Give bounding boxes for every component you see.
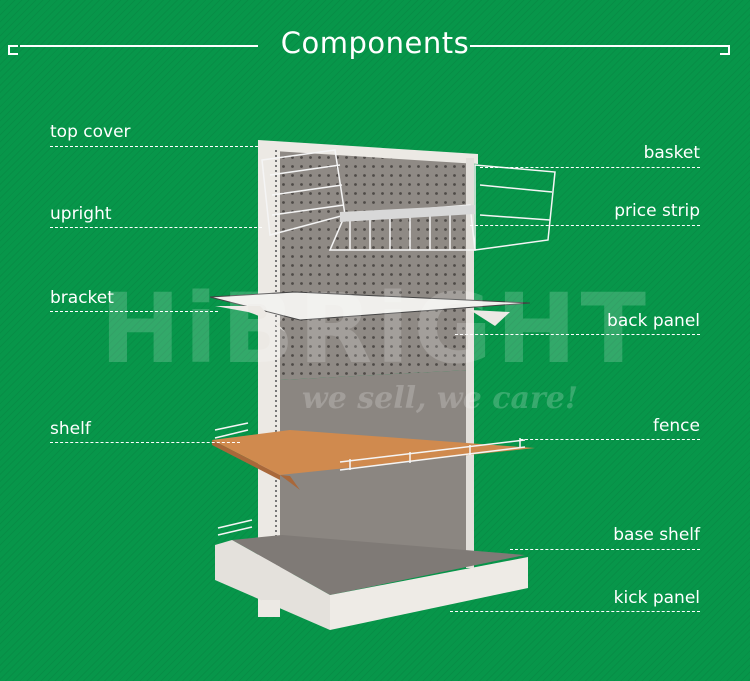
leader-price-strip	[470, 225, 700, 226]
label-base-shelf: base shelf	[613, 525, 700, 545]
price-strip	[340, 205, 475, 222]
fence	[214, 422, 526, 471]
label-shelf: shelf	[50, 419, 91, 439]
label-upright: upright	[50, 204, 112, 224]
title-ornament-left	[8, 45, 18, 55]
base-shelf	[232, 535, 525, 595]
leader-base-shelf	[510, 549, 700, 550]
leader-shelf	[50, 442, 240, 443]
page-title: Components	[0, 26, 750, 60]
base-fence	[217, 519, 253, 536]
label-top-cover: top cover	[50, 122, 131, 142]
title-rule-left	[20, 45, 258, 47]
kick-panel	[330, 557, 528, 630]
leader-fence	[520, 439, 700, 440]
leader-basket	[480, 167, 700, 168]
left-upright	[258, 142, 280, 617]
label-fence: fence	[652, 416, 700, 436]
watermark-brand: HiBRiGHT	[100, 273, 650, 385]
title-ornament-right	[720, 45, 730, 55]
watermark-slogan: we sell, we care!	[302, 381, 578, 416]
wooden-shelf	[212, 430, 535, 475]
label-back-panel: back panel	[607, 311, 700, 331]
leader-bracket	[50, 311, 218, 312]
bracket	[215, 306, 285, 332]
label-kick-panel: kick panel	[613, 588, 700, 608]
title-rule-right	[470, 45, 730, 47]
leader-kick-panel	[450, 611, 700, 612]
leader-top-cover	[50, 146, 258, 147]
top-cover	[258, 140, 478, 164]
right-upright	[466, 158, 474, 568]
title-text: Components	[280, 26, 470, 60]
leader-upright	[50, 227, 262, 228]
upper-shelf	[209, 291, 531, 321]
label-price-strip: price strip	[614, 201, 700, 221]
leader-back-panel	[455, 334, 700, 335]
label-bracket: bracket	[50, 288, 114, 308]
label-basket: basket	[643, 143, 700, 163]
back-panel-lower	[280, 370, 470, 575]
